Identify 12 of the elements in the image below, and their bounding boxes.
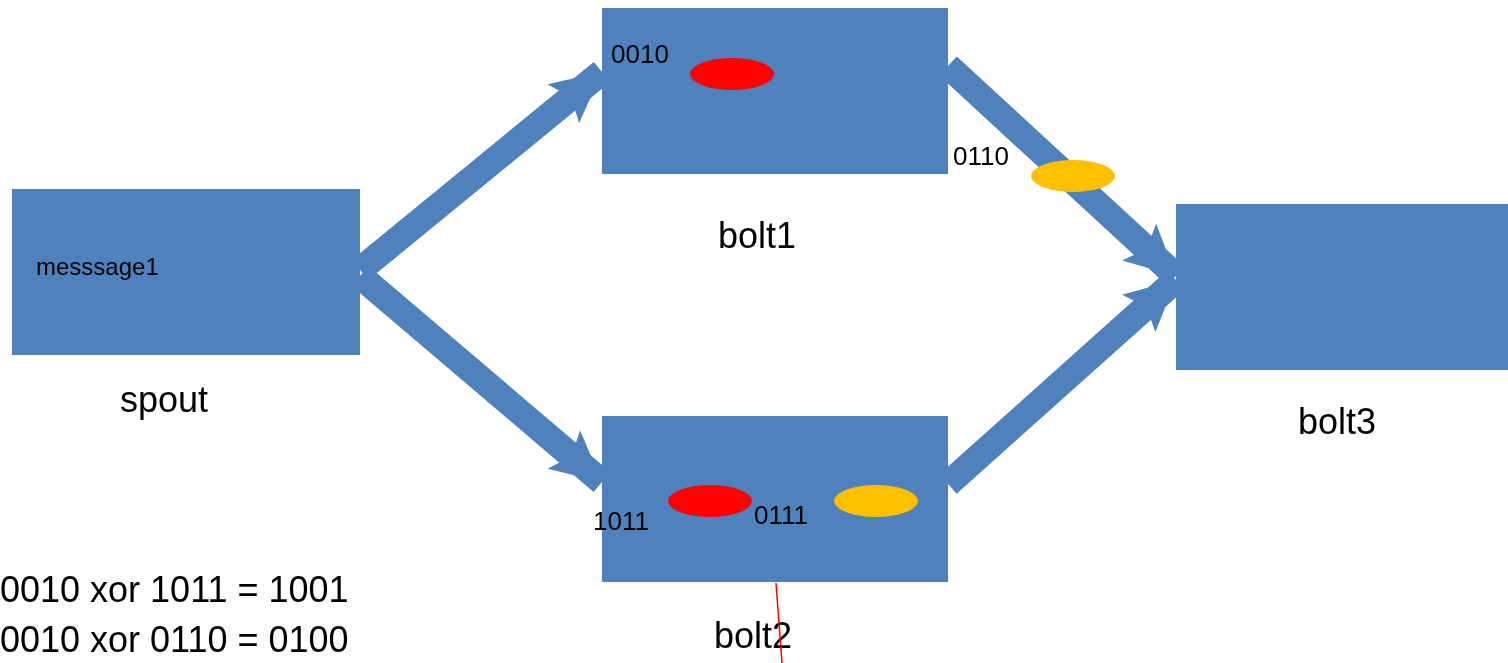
node-caption: spout [120, 382, 209, 418]
bit-label: 0010 [611, 41, 669, 67]
bit-label: 0110 [953, 143, 1009, 169]
bit-label: 0111 [754, 502, 808, 528]
node-text: messsage1 [36, 255, 159, 279]
process-box [12, 189, 360, 355]
process-box [1176, 204, 1508, 370]
node-caption: bolt1 [718, 218, 797, 254]
bit-label: 0010 xor 1011 = 1001 [0, 572, 349, 608]
bit-label: 0010 xor 0110 = 0100 [0, 622, 349, 658]
process-box [602, 8, 948, 174]
node-caption: bolt3 [1298, 404, 1377, 440]
